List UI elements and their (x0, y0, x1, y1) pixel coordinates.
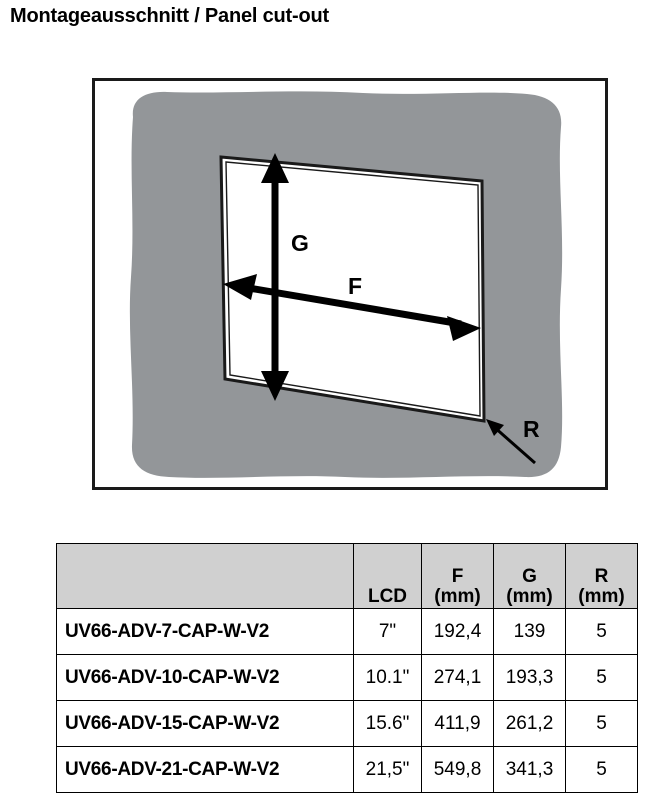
column-header-g-unit: (mm) (506, 585, 553, 607)
cell-model: UV66-ADV-15-CAP-W-V2 (56, 700, 354, 747)
cutout-aperture-inner (225, 161, 481, 417)
cell-model: UV66-ADV-10-CAP-W-V2 (56, 654, 354, 701)
cell-lcd: 10.1" (353, 654, 422, 701)
cell-f: 411,9 (421, 700, 494, 747)
table-row: UV66-ADV-21-CAP-W-V2 21,5" 549,8 341,3 5 (56, 746, 638, 793)
dimension-arrow-g (261, 153, 289, 401)
column-header-r: R (mm) (565, 543, 638, 609)
column-header-model (56, 543, 354, 609)
cell-lcd: 15.6" (353, 700, 422, 747)
cell-g: 193,3 (493, 654, 566, 701)
column-header-r-unit: (mm) (578, 585, 625, 607)
column-header-f-unit: (mm) (434, 585, 481, 607)
dimension-label-f: F (348, 273, 362, 299)
cell-lcd: 7" (353, 608, 422, 655)
dimension-arrow-f (223, 274, 481, 341)
cell-r: 5 (565, 654, 638, 701)
column-header-g-label: G (522, 566, 537, 588)
cell-model: UV66-ADV-21-CAP-W-V2 (56, 746, 354, 793)
column-header-r-label: R (594, 566, 609, 588)
panel-cut-out-diagram: G F R (92, 78, 608, 490)
table-row: UV66-ADV-15-CAP-W-V2 15.6" 411,9 261,2 5 (56, 700, 638, 747)
panel-cutout-dimensions-table: LCD F (mm) G (mm) R (mm) UV66-ADV-7-CAP-… (56, 543, 638, 793)
radius-label-r: R (523, 416, 540, 442)
cell-model: UV66-ADV-7-CAP-W-V2 (56, 608, 354, 655)
column-header-lcd: LCD (353, 543, 422, 609)
cell-g: 139 (493, 608, 566, 655)
column-header-f: F (mm) (421, 543, 494, 609)
table-header-row: LCD F (mm) G (mm) R (mm) (56, 543, 638, 609)
page-title: Montageausschnitt / Panel cut-out (10, 5, 329, 27)
panel-cut-out-drawing: G F R (129, 91, 563, 478)
table-row: UV66-ADV-10-CAP-W-V2 10.1" 274,1 193,3 5 (56, 654, 638, 701)
column-header-lcd-label: LCD (367, 585, 408, 607)
radius-callout-r (486, 419, 536, 465)
cell-g: 261,2 (493, 700, 566, 747)
cell-f: 274,1 (421, 654, 494, 701)
cell-g: 341,3 (493, 746, 566, 793)
cell-r: 5 (565, 746, 638, 793)
column-header-g: G (mm) (493, 543, 566, 609)
dimension-label-g: G (291, 230, 309, 256)
cell-r: 5 (565, 608, 638, 655)
column-header-f-label: F (451, 566, 464, 588)
cell-r: 5 (565, 700, 638, 747)
cell-lcd: 21,5" (353, 746, 422, 793)
cutout-aperture-outer (219, 155, 486, 423)
cell-f: 192,4 (421, 608, 494, 655)
cell-f: 549,8 (421, 746, 494, 793)
table-row: UV66-ADV-7-CAP-W-V2 7" 192,4 139 5 (56, 608, 638, 655)
